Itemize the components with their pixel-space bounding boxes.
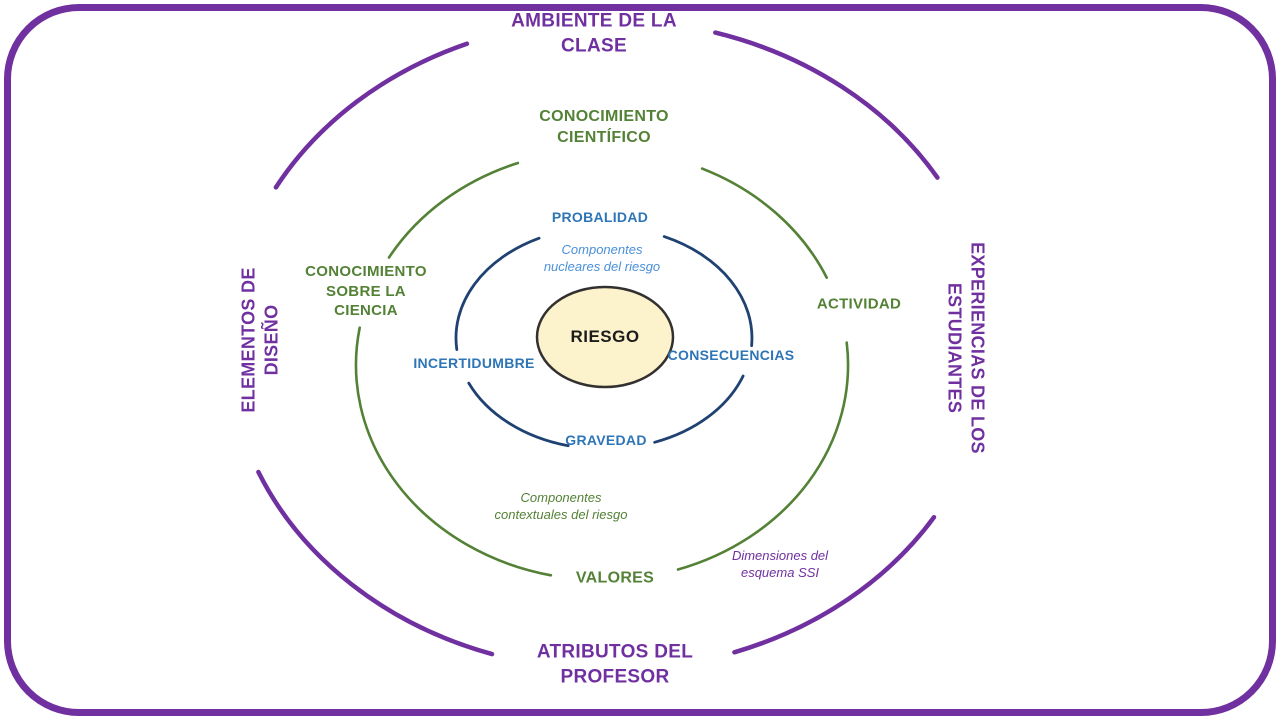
inner-ring-label-left: INCERTIDUMBRE <box>413 354 535 371</box>
ring-arc <box>713 30 940 180</box>
ring-arc <box>653 374 745 444</box>
inner-ring-label-top: PROBALIDAD <box>551 208 649 225</box>
center-risk-ellipse <box>535 285 675 389</box>
outer-ring-label-bottom: ATRIBUTOS DEL PROFESOR <box>536 641 694 687</box>
middle-ring-label-bottom: VALORES <box>575 569 655 587</box>
ring-arc <box>454 236 541 351</box>
inner-ring-label-right: CONSECUENCIAS <box>667 346 795 363</box>
outer-ring-label-left: ELEMENTOS DE DISEÑO <box>238 267 282 413</box>
middle-ring-label-left: CONOCIMIENTO SOBRE LA CIENCIA <box>305 262 427 319</box>
inner-ring-label-bottom: GRAVEDAD <box>565 431 647 448</box>
ring-arc <box>273 41 470 190</box>
outer-ring-label-right: EXPERIENCIAS DE LOS ESTUDIANTES <box>944 242 988 454</box>
middle-ring-label-right: ACTIVIDAD <box>816 295 902 313</box>
ring-arc <box>662 235 754 348</box>
middle-ring-annotation: Componentes contextuales del riesgo <box>494 490 628 522</box>
middle-ring-label-top: CONOCIMIENTO CIENTÍFICO <box>539 108 669 146</box>
outer-ring-label-top: AMBIENTE DE LA CLASE <box>511 10 677 56</box>
inner-ring-annotation: Componentes nucleares del riesgo <box>543 242 661 274</box>
ring-arc <box>676 341 850 571</box>
ring-arc <box>700 167 828 279</box>
ring-arc <box>467 381 570 448</box>
ring-arc <box>732 514 937 655</box>
ring-arcs <box>256 30 940 657</box>
center-risk-label: RIESGO <box>570 326 640 346</box>
ring-arc <box>387 161 520 259</box>
ring-arc <box>354 326 553 577</box>
rounded-border-frame <box>4 4 1276 716</box>
outer-ring-annotation: Dimensiones del esquema SSI <box>731 548 829 580</box>
ring-arc <box>256 469 495 657</box>
